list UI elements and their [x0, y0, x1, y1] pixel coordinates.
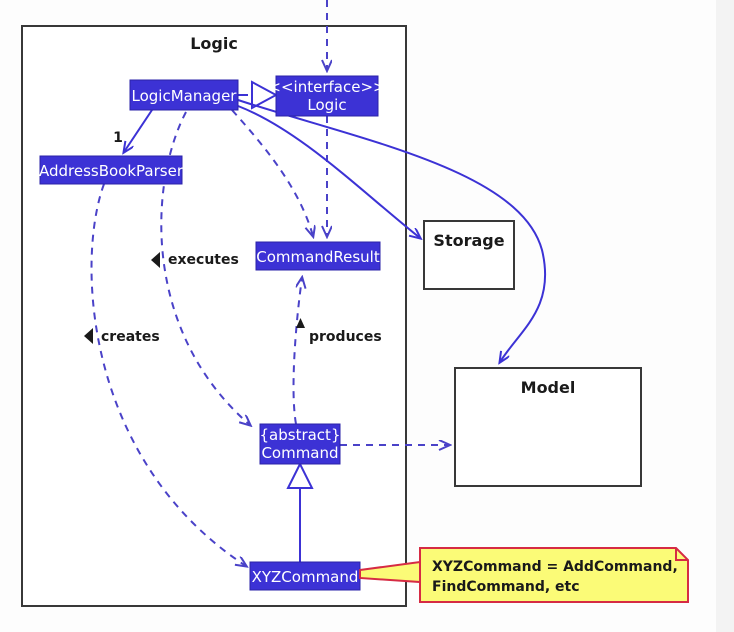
edge-label-executes: executes	[168, 252, 239, 268]
note-fold-corner-icon	[675, 548, 688, 561]
class-logic-interface[interactable]: <<interface>> Logic	[268, 75, 386, 117]
package-logic-box	[21, 25, 407, 607]
class-logic-manager-label: LogicManager	[132, 87, 238, 105]
class-address-book-parser-label: AddressBookParser	[39, 162, 184, 180]
package-model-box	[454, 367, 642, 487]
realization-triangle-icon	[251, 80, 279, 110]
produces-arrow-marker-icon	[296, 318, 305, 328]
class-command-result-label: CommandResult	[256, 248, 380, 266]
edge-logicmanager-to-command-result	[231, 109, 313, 236]
class-command[interactable]: {abstract} Command	[259, 423, 341, 465]
note-xyz-command: XYZCommand = AddCommand, FindCommand, et…	[419, 547, 689, 603]
note-xyz-command-box	[419, 547, 689, 603]
edge-logicmanager-executes-command	[160, 111, 250, 425]
multiplicity-parser: 1	[113, 130, 123, 146]
class-logic-interface-stereotype: <<interface>>	[268, 78, 385, 96]
class-logic-manager[interactable]: LogicManager	[129, 79, 239, 111]
class-command-result[interactable]: CommandResult	[255, 241, 381, 271]
edge-parser-creates-xyzcommand	[90, 183, 246, 566]
package-storage: Storage	[423, 220, 515, 290]
edge-logicmanager-to-model	[237, 99, 547, 362]
generalization-triangle-icon	[286, 461, 314, 489]
package-storage-box	[423, 220, 515, 290]
package-model: Model	[454, 367, 642, 487]
class-logic-interface-label: Logic	[307, 96, 346, 114]
class-xyz-command-box[interactable]	[249, 561, 361, 591]
class-command-label: Command	[261, 444, 338, 462]
edge-logicmanager-to-storage	[237, 105, 420, 238]
creates-arrow-marker-icon	[84, 328, 93, 344]
class-xyz-command[interactable]: XYZCommand	[249, 561, 361, 591]
package-logic: Logic	[21, 25, 407, 607]
class-command-result-box[interactable]	[255, 241, 381, 271]
edge-command-produces-commandresult	[292, 278, 302, 425]
note-xyz-command-line-1: XYZCommand = AddCommand,	[432, 559, 678, 575]
canvas-right-margin	[716, 0, 734, 632]
executes-arrow-marker-icon	[151, 252, 160, 268]
package-model-title: Model	[521, 378, 576, 397]
class-address-book-parser-box[interactable]	[39, 155, 183, 185]
edge-label-creates: creates	[101, 329, 160, 345]
package-logic-title: Logic	[190, 34, 238, 53]
class-logic-interface-box[interactable]	[275, 75, 379, 117]
class-command-box[interactable]	[259, 423, 341, 465]
package-storage-title: Storage	[433, 231, 504, 250]
class-logic-manager-box[interactable]	[129, 79, 239, 111]
edge-label-produces: produces	[309, 329, 382, 345]
class-address-book-parser[interactable]: AddressBookParser	[39, 155, 184, 185]
class-xyz-command-label: XYZCommand	[252, 568, 359, 586]
class-command-abstract-marker: {abstract}	[260, 426, 341, 444]
note-xyz-command-line-2: FindCommand, etc	[432, 579, 580, 595]
edge-logicmanager-to-parser	[124, 109, 153, 152]
